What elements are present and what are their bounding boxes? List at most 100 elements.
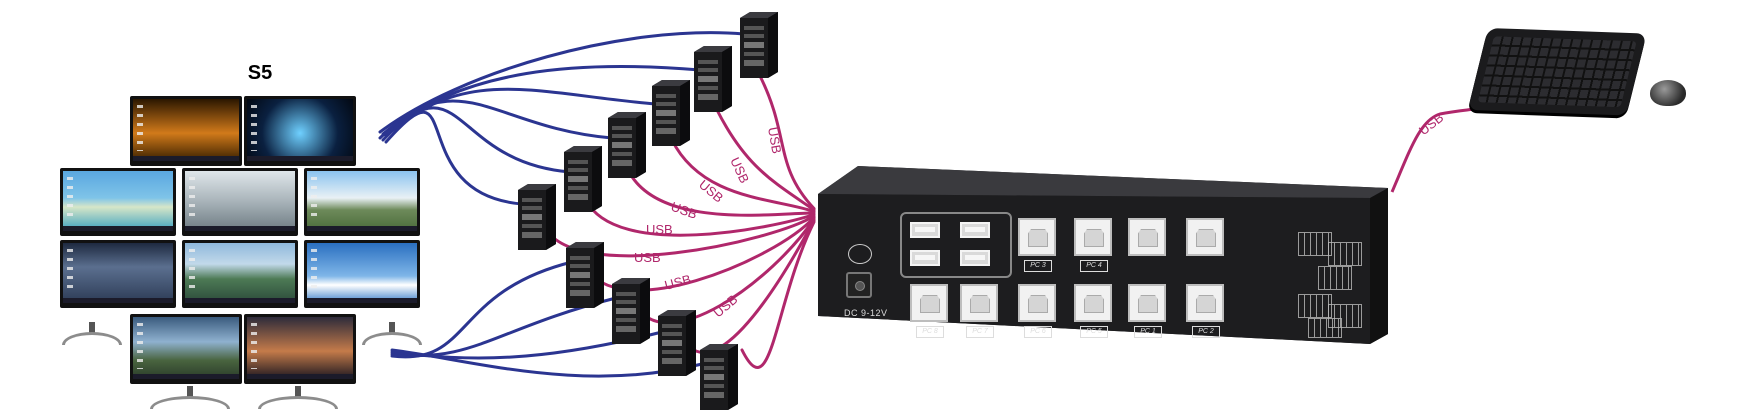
desktop-icons [311, 249, 317, 293]
usb-b-port [1128, 218, 1166, 256]
dc-power-jack [846, 272, 872, 298]
pc-port-label: PC 6 [1024, 326, 1052, 338]
monitor [130, 314, 242, 384]
computer-icon [564, 146, 602, 212]
computer-icon [700, 344, 738, 410]
stand-neck [89, 322, 95, 334]
pc-port-label: PC 2 [1192, 326, 1220, 338]
usb-cable [758, 74, 816, 210]
pinout-legend [1308, 318, 1342, 338]
taskbar [185, 226, 295, 231]
monitor-screen [63, 171, 173, 231]
usb-b-port [1018, 284, 1056, 322]
monitor-screen [247, 317, 353, 379]
keyboard-keys [1477, 36, 1637, 108]
monitor [304, 168, 420, 236]
usb-a-port [910, 250, 940, 266]
monitor [244, 314, 356, 384]
pc-port-label: PC 7 [966, 326, 994, 338]
taskbar [247, 374, 353, 379]
taskbar [185, 298, 295, 303]
computer-icon [658, 310, 696, 376]
taskbar [307, 298, 417, 303]
pc-port-label: PC 5 [1080, 326, 1108, 338]
taskbar [307, 226, 417, 231]
desktop-icons [251, 323, 257, 369]
usb-a-port-group [900, 212, 1012, 278]
usb-a-port [960, 222, 990, 238]
video-cables [378, 31, 746, 378]
monitor-screen [307, 171, 417, 231]
usb-a-port [910, 222, 940, 238]
desktop-icons [67, 249, 73, 293]
pinout-legend [1298, 294, 1332, 318]
desktop-icons [311, 177, 317, 221]
dc-input-label: DC 9-12V [844, 308, 888, 318]
usb-b-port [1186, 284, 1224, 322]
monitor [182, 240, 298, 308]
taskbar [133, 156, 239, 161]
monitor-stand [62, 322, 122, 346]
monitor-screen [133, 317, 239, 379]
computer-icon [694, 46, 732, 112]
desktop-icons [189, 177, 195, 221]
pc-port-label: PC 3 [1024, 260, 1052, 272]
keyboard-body [1467, 28, 1647, 116]
usb-cable-label: USB [634, 250, 661, 265]
monitor-screen [307, 243, 417, 303]
video-cable [390, 348, 704, 378]
usb-b-port [1074, 218, 1112, 256]
monitor-stand [150, 386, 230, 410]
usb-cable-label: USB [646, 222, 673, 237]
pinout-legend [1328, 242, 1362, 266]
usb-a-port [960, 250, 990, 266]
dc-polarity-symbol [848, 244, 872, 264]
monitor-screen [133, 99, 239, 161]
pinout-legend [1318, 266, 1352, 290]
monitor-screen [63, 243, 173, 303]
pinout-legend [1298, 232, 1332, 256]
usb-b-port [960, 284, 998, 322]
computer-icon [566, 242, 604, 308]
usb-cable [740, 220, 816, 369]
taskbar [247, 156, 353, 161]
taskbar [63, 226, 173, 231]
usb-b-port [1018, 218, 1056, 256]
computer-icon [652, 80, 690, 146]
stand-neck [295, 386, 301, 398]
monitor-screen [247, 99, 353, 161]
desktop-icons [137, 105, 143, 151]
video-cable [378, 99, 614, 140]
stand-neck [187, 386, 193, 398]
video-cable [381, 106, 572, 174]
monitor [60, 240, 176, 308]
usb-b-port [1128, 284, 1166, 322]
monitor [244, 96, 356, 166]
usb-b-port [1074, 284, 1112, 322]
monitor-screen [185, 171, 295, 231]
taskbar [63, 298, 173, 303]
keyboard-icon [1467, 28, 1668, 116]
stand-neck [389, 322, 395, 334]
computer-icon [740, 12, 778, 78]
computer-icon [612, 278, 650, 344]
usb-cable [670, 138, 816, 213]
monitor [60, 168, 176, 236]
monitor [182, 168, 298, 236]
usb-cable [714, 106, 816, 212]
usb-cable [626, 168, 816, 217]
monitor-screen [185, 243, 295, 303]
usb-b-port [1186, 218, 1224, 256]
desktop-icons [189, 249, 195, 293]
diagram-title: S5 [247, 62, 273, 84]
monitor-stand [258, 386, 338, 410]
video-cable [378, 31, 746, 134]
pc-port-label: PC 8 [916, 326, 944, 338]
pc-port-label: PC 4 [1080, 260, 1108, 272]
desktop-icons [137, 323, 143, 369]
mouse-icon [1650, 80, 1686, 106]
